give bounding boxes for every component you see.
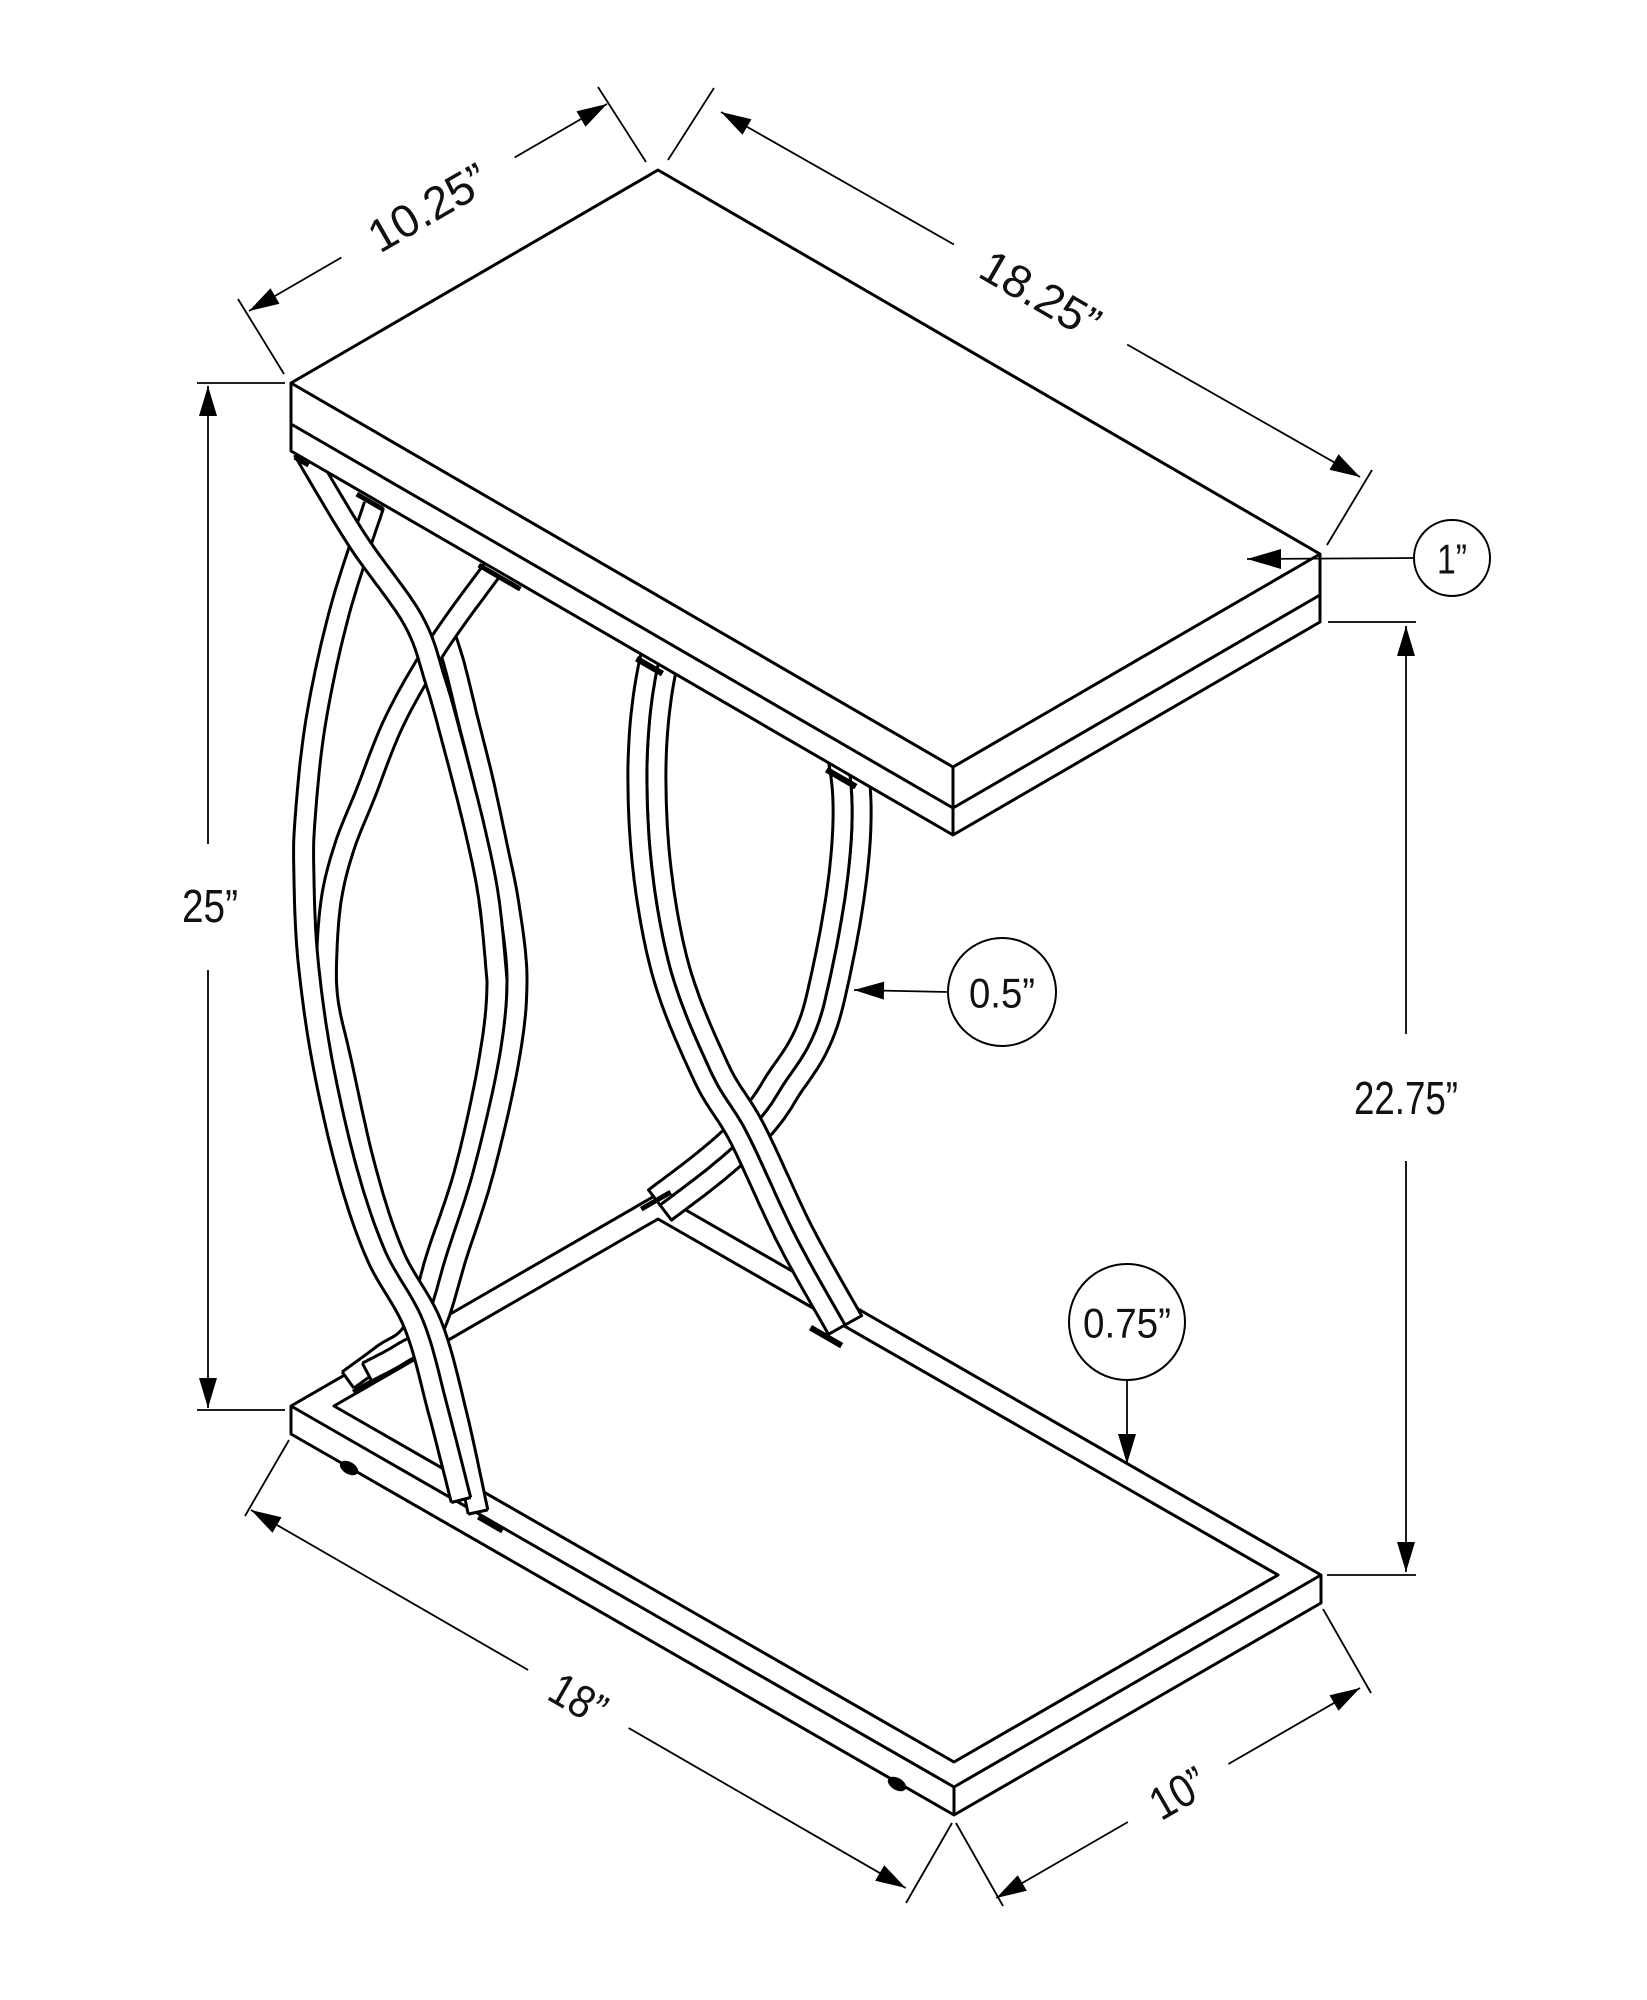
svg-text:22.75”: 22.75” — [1354, 1072, 1458, 1124]
svg-text:0.5”: 0.5” — [969, 970, 1035, 1017]
svg-text:1”: 1” — [1437, 536, 1467, 583]
svg-text:0.75”: 0.75” — [1083, 1300, 1171, 1347]
svg-text:25”: 25” — [182, 880, 238, 932]
